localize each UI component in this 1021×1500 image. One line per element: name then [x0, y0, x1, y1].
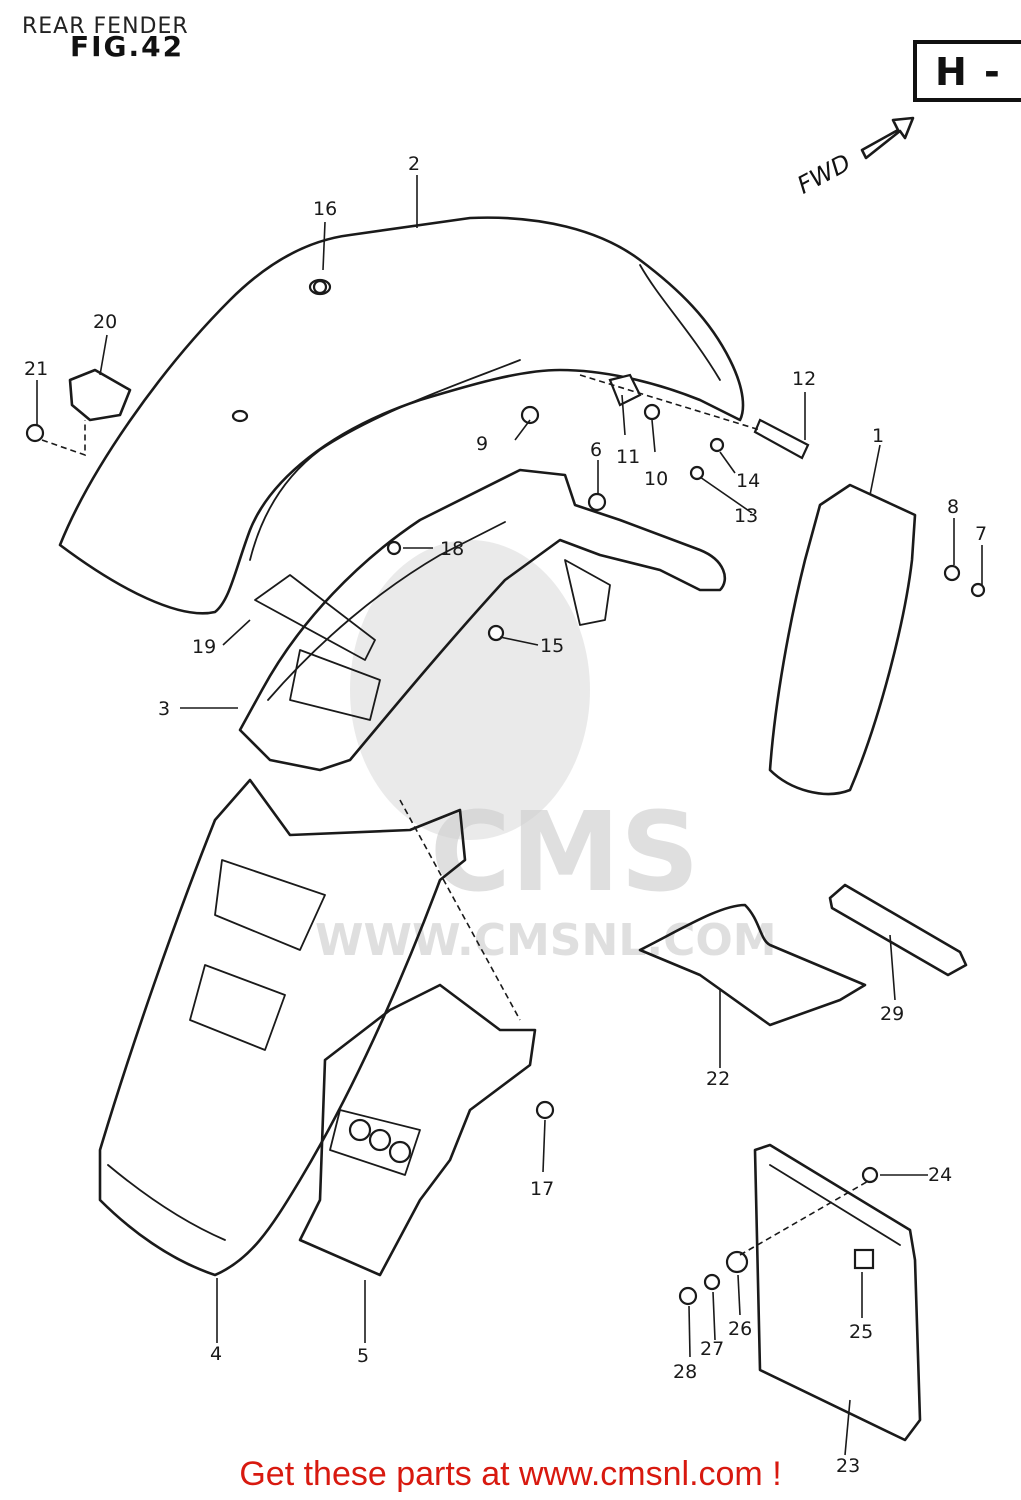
part-23-mud-flap	[753, 1143, 922, 1442]
part-19-bracket	[254, 574, 376, 661]
collar-10	[643, 403, 661, 421]
fender-rib-line	[249, 359, 521, 561]
callout-labels: 2 1 3 4 5 6 7 8 9 10 11 12 13 14 15 16 1…	[24, 153, 987, 1477]
callout-11: 11	[616, 446, 640, 468]
washer-8	[943, 564, 961, 582]
nut-18	[386, 540, 402, 556]
callout-22: 22	[706, 1068, 730, 1090]
bolt-12	[753, 418, 810, 460]
footer-promo-link[interactable]: Get these parts at www.cmsnl.com !	[239, 1455, 782, 1493]
callout-13: 13	[734, 505, 758, 527]
frame-mount-plate	[289, 649, 381, 721]
frame-inner-rail	[267, 521, 506, 701]
callout-4: 4	[210, 1343, 222, 1365]
part-29-rod	[828, 883, 968, 977]
reflector-recess	[214, 859, 326, 951]
callout-14: 14	[736, 470, 760, 492]
watermark-mascot-shape	[350, 540, 590, 840]
callout-18: 18	[440, 538, 464, 560]
callout-28: 28	[673, 1361, 697, 1383]
washer-26	[725, 1250, 749, 1274]
callout-2: 2	[408, 153, 420, 175]
callout-5: 5	[357, 1345, 369, 1367]
callout-12: 12	[792, 368, 816, 390]
callout-25: 25	[849, 1321, 873, 1343]
nut-28	[678, 1286, 698, 1306]
leader-lines	[36, 175, 983, 1456]
callout-19: 19	[192, 636, 216, 658]
frame-bracket	[564, 559, 611, 626]
watermark-url: WWW.CMSNL.COM	[315, 915, 777, 966]
washer-14	[709, 437, 725, 453]
forward-arrow-icon	[860, 116, 915, 160]
callout-3: 3	[158, 698, 170, 720]
fender-hole	[231, 409, 249, 423]
part-4-rear-mudguard	[98, 778, 467, 1277]
part-22-cover	[638, 903, 867, 1027]
callout-20: 20	[93, 311, 117, 333]
bolt-17	[535, 1100, 555, 1120]
watermark: CMS WWW.CMSNL.COM	[315, 540, 777, 966]
part-2-rear-fender	[58, 216, 745, 615]
part-3-rear-frame	[238, 468, 726, 772]
callout-10: 10	[644, 468, 668, 490]
part-20-clip	[68, 368, 132, 422]
screw-24	[861, 1166, 879, 1184]
bolt-15	[487, 624, 505, 642]
part-1-inner-flap	[768, 483, 917, 796]
bolt-6	[587, 492, 607, 512]
callout-1: 1	[872, 425, 884, 447]
callout-27: 27	[700, 1338, 724, 1360]
washer-27	[703, 1273, 721, 1291]
part-5-license-bracket	[298, 983, 537, 1277]
figure-label: FIG.42	[70, 30, 185, 63]
clip-25	[853, 1248, 875, 1270]
hardware-fasteners	[25, 279, 986, 1306]
screw-7	[970, 582, 986, 598]
fender-edge-line	[639, 264, 721, 381]
callout-23: 23	[836, 1455, 860, 1477]
callout-29: 29	[880, 1003, 904, 1025]
callout-15: 15	[540, 635, 564, 657]
mudguard-lower-edge	[107, 1164, 226, 1241]
callout-21: 21	[24, 358, 48, 380]
page-title: REAR FENDER	[22, 14, 189, 39]
watermark-brand: CMS	[430, 788, 699, 916]
mud-flap-fold-line	[769, 1164, 901, 1246]
section-code: H -	[935, 50, 1002, 94]
bracket-hole	[388, 1140, 412, 1164]
callout-8: 8	[947, 496, 959, 518]
section-code-box: H -	[913, 40, 1021, 102]
callout-24: 24	[928, 1164, 952, 1186]
bolt-9	[520, 405, 540, 425]
callout-9: 9	[476, 433, 488, 455]
bracket-light-holes	[329, 1109, 421, 1176]
callout-7: 7	[975, 523, 987, 545]
license-light-window	[189, 964, 286, 1051]
grommet-11	[608, 373, 642, 407]
callout-17: 17	[530, 1178, 554, 1200]
bracket-hole	[348, 1118, 372, 1142]
screw-21	[25, 423, 45, 443]
bolt-13	[689, 465, 705, 481]
nut-16	[312, 279, 328, 295]
callout-26: 26	[728, 1318, 752, 1340]
callout-6: 6	[590, 439, 602, 461]
callout-16: 16	[313, 198, 337, 220]
bracket-hole	[368, 1128, 392, 1152]
